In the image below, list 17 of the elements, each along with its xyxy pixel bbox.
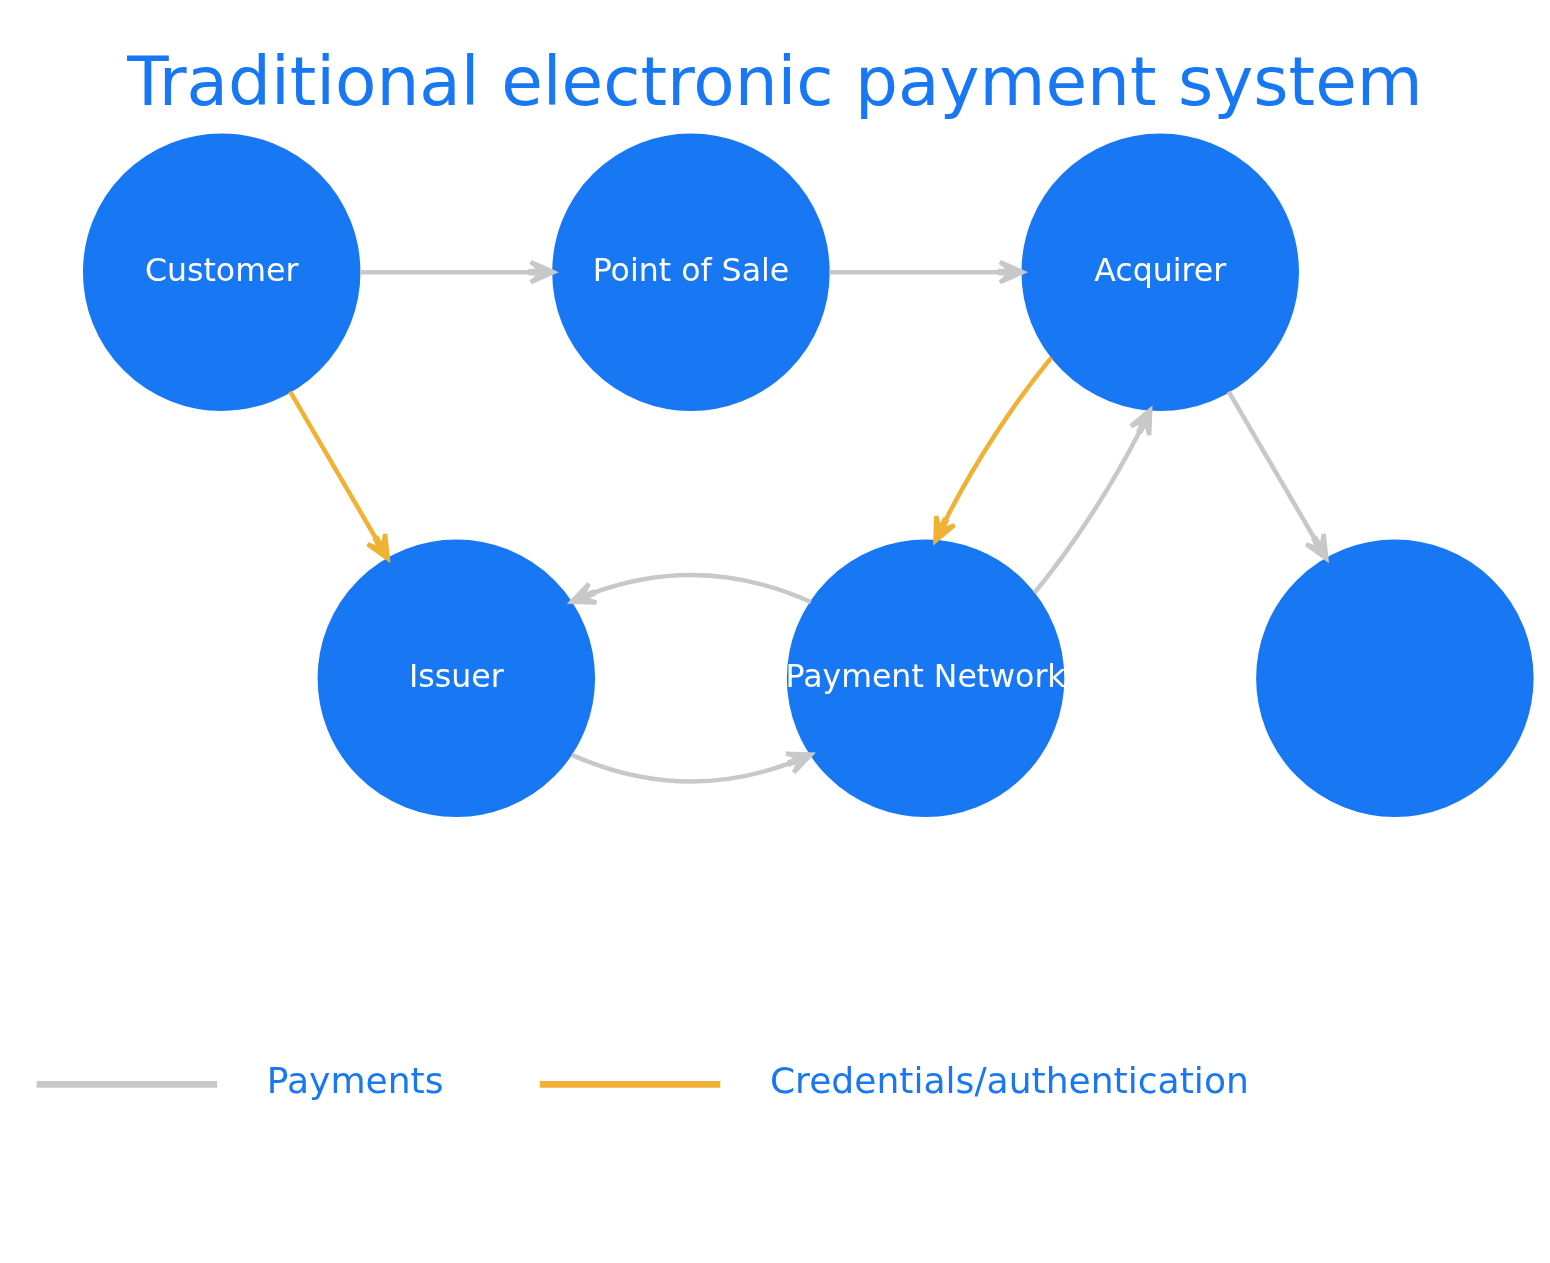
- node-circle: Acquirer: [1021, 132, 1299, 411]
- legend-label: Credentials/authentication: [769, 1059, 1249, 1102]
- node-circle: [1256, 539, 1534, 817]
- node-circle: Point of Sale: [552, 132, 830, 411]
- legend-label: Payments: [266, 1059, 444, 1102]
- arrow: [1226, 390, 1329, 561]
- node-circle: Payment Network: [786, 539, 1065, 817]
- arrow: [360, 259, 556, 285]
- diagram-title: Traditional electronic payment system: [127, 41, 1423, 121]
- arrow: [933, 355, 1054, 543]
- arrow: [570, 750, 814, 784]
- arrow: [569, 572, 812, 605]
- node-circle: Issuer: [317, 539, 596, 817]
- arrow: [829, 259, 1025, 285]
- arrow: [288, 390, 390, 561]
- arrow: [1032, 407, 1153, 594]
- node-circle: Customer: [82, 132, 361, 411]
